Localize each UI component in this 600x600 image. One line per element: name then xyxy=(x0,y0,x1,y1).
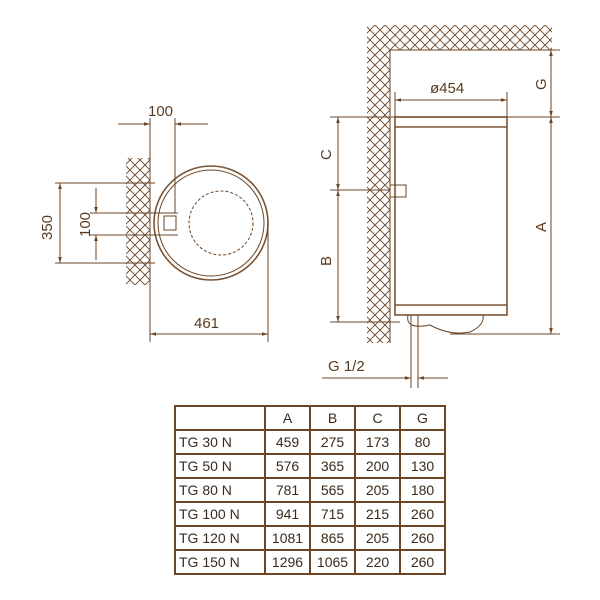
model-cell: TG 30 N xyxy=(174,429,266,455)
cell: 1081 xyxy=(264,525,311,551)
cell: 941 xyxy=(264,501,311,527)
cell: 173 xyxy=(354,429,401,455)
pipe-thread-label: G 1/2 xyxy=(328,358,365,375)
header-g: G xyxy=(399,405,446,431)
label-a: A xyxy=(533,222,550,232)
element-circle xyxy=(188,190,254,256)
cell: 180 xyxy=(399,477,446,503)
mount-bracket xyxy=(389,184,407,198)
dim-height-label: 350 xyxy=(39,215,56,240)
header-b: B xyxy=(309,405,356,431)
cell: 576 xyxy=(264,453,311,479)
label-c: C xyxy=(318,149,335,160)
cell: 1296 xyxy=(264,549,311,575)
bottom-cover xyxy=(407,314,484,334)
wall-hatch xyxy=(126,158,150,285)
dim-spacing-label: 100 xyxy=(77,212,94,237)
tank-inner-circle xyxy=(157,169,265,277)
wall-edge xyxy=(389,49,560,343)
side-view: ø454 G A C B G 1/2 xyxy=(318,25,560,388)
cell: 459 xyxy=(264,429,311,455)
tank-body xyxy=(394,116,508,316)
header-c: C xyxy=(354,405,401,431)
cell: 1065 xyxy=(309,549,356,575)
cell: 80 xyxy=(399,429,446,455)
cell: 715 xyxy=(309,501,356,527)
top-view: 100 350 100 461 xyxy=(39,103,269,342)
cell: 205 xyxy=(354,477,401,503)
dim-offset-label: 100 xyxy=(148,103,173,120)
tank-outer-circle xyxy=(153,165,269,281)
header-a: A xyxy=(264,405,311,431)
cell: 260 xyxy=(399,501,446,527)
ceiling-hatch xyxy=(367,25,552,50)
cell: 220 xyxy=(354,549,401,575)
cell: 215 xyxy=(354,501,401,527)
label-b: B xyxy=(318,256,335,266)
cell: 365 xyxy=(309,453,356,479)
dim-depth-label: 461 xyxy=(194,315,219,332)
wall-hatch xyxy=(367,50,390,343)
model-cell: TG 150 N xyxy=(174,549,266,575)
table-header-row: A B C G xyxy=(174,405,446,431)
cell: 260 xyxy=(399,549,446,575)
model-cell: TG 50 N xyxy=(174,453,266,479)
cell: 781 xyxy=(264,477,311,503)
cell: 565 xyxy=(309,477,356,503)
dim-diameter-label: ø454 xyxy=(430,80,464,97)
cell: 260 xyxy=(399,525,446,551)
model-cell: TG 100 N xyxy=(174,501,266,527)
cell: 200 xyxy=(354,453,401,479)
cell: 130 xyxy=(399,453,446,479)
cell: 865 xyxy=(309,525,356,551)
cell: 275 xyxy=(309,429,356,455)
label-g: G xyxy=(533,78,550,90)
bracket xyxy=(163,215,177,231)
model-cell: TG 120 N xyxy=(174,525,266,551)
cell: 205 xyxy=(354,525,401,551)
model-cell: TG 80 N xyxy=(174,477,266,503)
